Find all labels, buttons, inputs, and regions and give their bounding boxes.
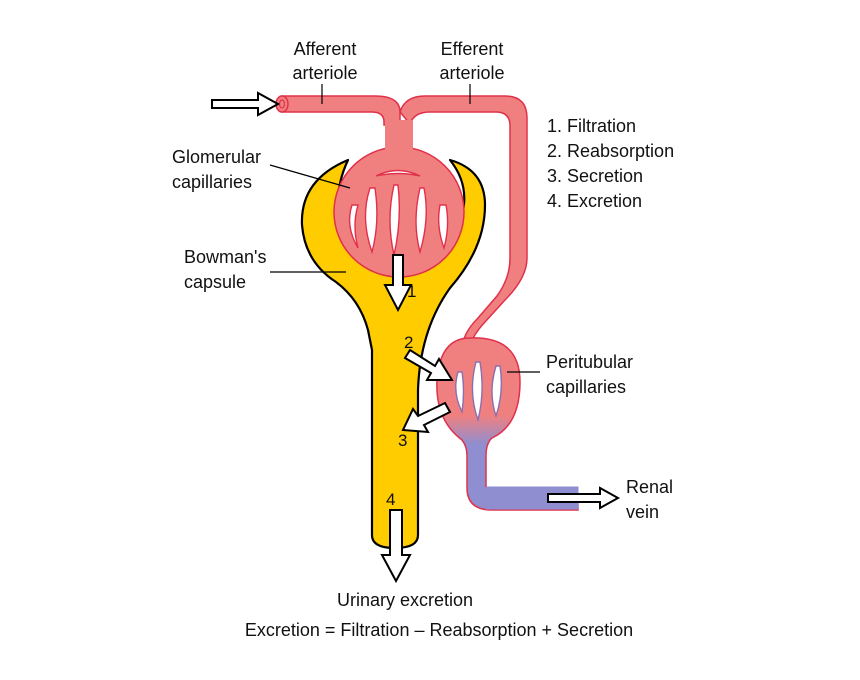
excretion-arrow — [380, 509, 412, 584]
secretion-arrow — [401, 401, 452, 434]
renal-vein-outflow-arrow — [547, 486, 621, 510]
afferent-label-line1: Afferent — [294, 39, 357, 59]
blood-inflow-arrow — [211, 91, 281, 117]
glomerular-loops — [348, 169, 449, 256]
process-item-filtration: 1. Filtration — [547, 116, 636, 136]
step-number-3: 3 — [398, 431, 407, 450]
bowmans-label-line2: capsule — [184, 272, 246, 292]
step-number-4: 4 — [386, 490, 395, 509]
glomerular-leader — [269, 164, 351, 189]
glomerular-label-line1: Glomerular — [172, 147, 261, 167]
renal-vein-vessel — [485, 487, 578, 509]
excretion-equation: Excretion = Filtration – Reabsorption + … — [245, 620, 633, 640]
urinary-excretion-label: Urinary excretion — [337, 590, 473, 610]
efferent-label-line2: arteriole — [439, 63, 504, 83]
afferent-arteriole-vessel — [281, 95, 401, 126]
peritubular-label-line1: Peritubular — [546, 352, 633, 372]
glomerular-label-line2: capillaries — [172, 172, 252, 192]
process-item-secretion: 3. Secretion — [547, 166, 643, 186]
reabsorption-arrow — [403, 348, 454, 381]
peritubular-label-line2: capillaries — [546, 377, 626, 397]
bowmans-label-line1: Bowman's — [184, 247, 266, 267]
renal-vein-label-line2: vein — [626, 502, 659, 522]
afferent-label-line2: arteriole — [292, 63, 357, 83]
efferent-label-line1: Efferent — [441, 39, 504, 59]
filtration-arrow — [383, 254, 413, 313]
step-number-1: 1 — [407, 282, 416, 301]
peritubular-loops — [455, 361, 503, 423]
renal-vein-label-line1: Renal — [626, 477, 673, 497]
process-item-excretion: 4. Excretion — [547, 191, 642, 211]
step-number-2: 2 — [404, 333, 413, 352]
process-item-reabsorption: 2. Reabsorption — [547, 141, 674, 161]
glomerulus-stalk — [385, 120, 413, 152]
